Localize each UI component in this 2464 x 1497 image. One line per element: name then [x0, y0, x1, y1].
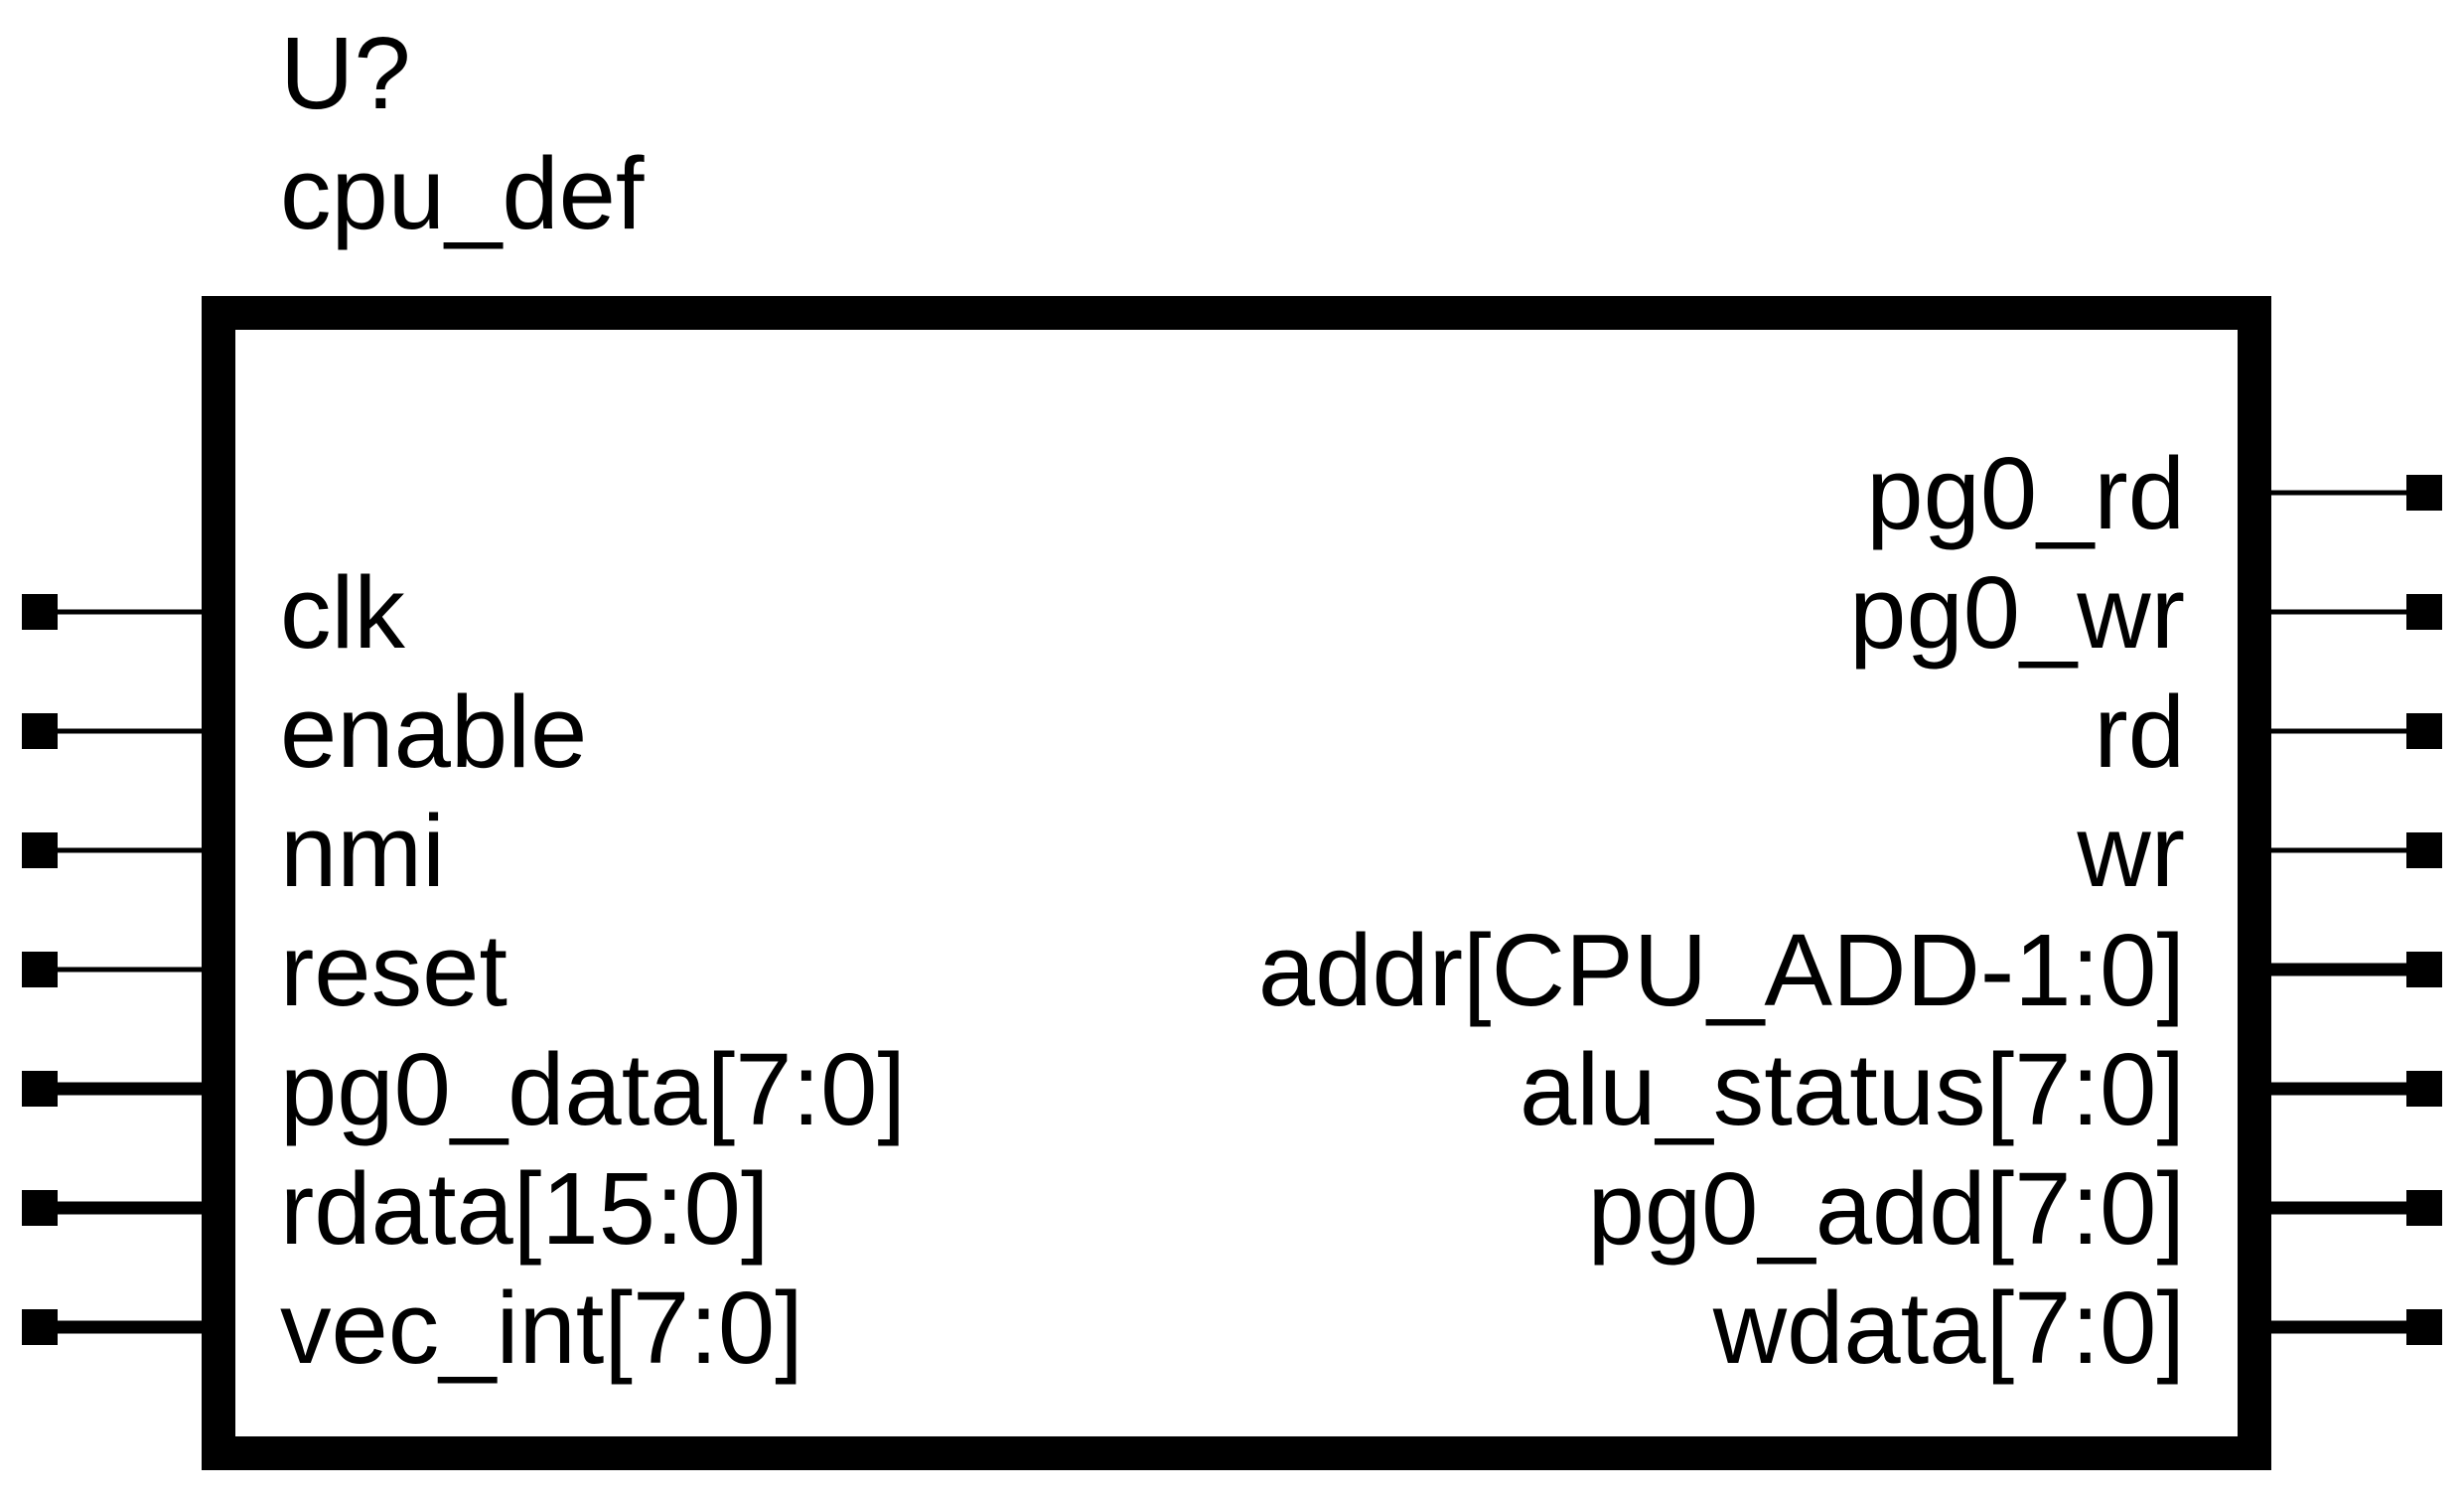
pin-label-rd: rd	[2094, 674, 2185, 789]
pin-terminal-clk[interactable]	[22, 594, 58, 630]
pin-label-pg0-rd: pg0_rd	[1866, 436, 2185, 550]
pin-terminal-vec-int-7-0[interactable]	[22, 1309, 58, 1345]
pin-terminal-rd[interactable]	[2406, 713, 2442, 749]
pin-terminal-reset[interactable]	[22, 952, 58, 987]
pin-label-nmi: nmi	[280, 794, 445, 908]
pin-terminal-pg0-data-7-0[interactable]	[22, 1071, 58, 1107]
pin-terminal-alu-status-7-0[interactable]	[2406, 1071, 2442, 1107]
component-name: cpu_def	[280, 136, 645, 250]
pin-terminal-pg0-wr[interactable]	[2406, 594, 2442, 630]
pin-label-enable: enable	[280, 674, 587, 789]
pin-group: clkenablenmiresetpg0_data[7:0]rdata[15:0…	[22, 436, 2442, 1385]
pin-terminal-wr[interactable]	[2406, 832, 2442, 868]
component-body	[202, 296, 2271, 1470]
pin-terminal-wdata-7-0[interactable]	[2406, 1309, 2442, 1345]
pin-label-rdata-15-0: rdata[15:0]	[280, 1151, 769, 1266]
pin-label-wdata-7-0: wdata[7:0]	[1712, 1271, 2185, 1385]
pin-terminal-addr-cpu-add-1-0[interactable]	[2406, 952, 2442, 987]
pin-label-wr: wr	[2076, 794, 2185, 908]
pin-terminal-pg0-rd[interactable]	[2406, 475, 2442, 511]
pin-label-vec-int-7-0: vec_int[7:0]	[280, 1271, 803, 1385]
pin-label-pg0-add-7-0: pg0_add[7:0]	[1588, 1151, 2185, 1266]
pin-label-clk: clk	[280, 555, 405, 670]
pin-label-reset: reset	[280, 913, 507, 1027]
reference-designator: U?	[280, 16, 411, 130]
pin-terminal-nmi[interactable]	[22, 832, 58, 868]
pin-label-pg0-wr: pg0_wr	[1849, 555, 2185, 670]
pin-terminal-pg0-add-7-0[interactable]	[2406, 1190, 2442, 1226]
pin-terminal-rdata-15-0[interactable]	[22, 1190, 58, 1226]
pin-label-alu-status-7-0: alu_status[7:0]	[1520, 1032, 2185, 1146]
pin-label-pg0-data-7-0: pg0_data[7:0]	[280, 1032, 906, 1146]
pin-label-addr-cpu-add-1-0: addr[CPU_ADD-1:0]	[1258, 913, 2185, 1027]
pin-terminal-enable[interactable]	[22, 713, 58, 749]
